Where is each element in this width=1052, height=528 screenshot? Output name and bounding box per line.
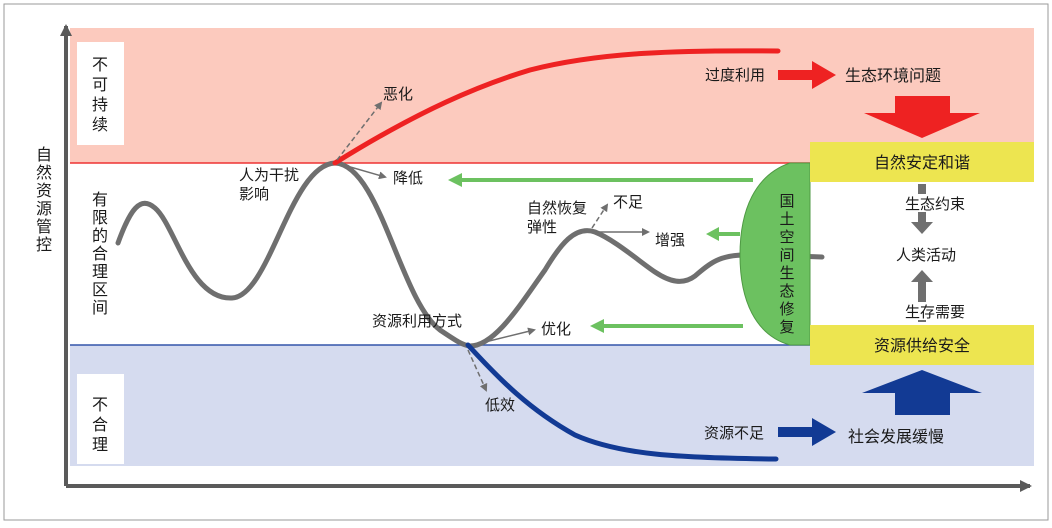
green-enhance-arrow: [706, 227, 740, 241]
svg-text:间: 间: [779, 246, 794, 264]
svg-text:续: 续: [92, 115, 108, 134]
blue-decline-curve: [465, 342, 779, 462]
arrow-right-icon: [778, 61, 836, 89]
svg-text:合: 合: [92, 415, 108, 434]
low-efficiency-text: 低效: [485, 396, 515, 414]
svg-text:限: 限: [92, 208, 108, 227]
supply-security-text: 资源供给安全: [874, 336, 970, 355]
svg-text:区: 区: [92, 280, 108, 299]
eco-problem-text: 生态环境问题: [845, 66, 941, 85]
human-activity-text: 人类活动: [896, 246, 956, 264]
bottom-zone: [70, 345, 1034, 466]
bottom-zone-label-box: [77, 374, 124, 464]
disturb-text-line2: 影响: [239, 185, 269, 203]
svg-text:理: 理: [92, 435, 108, 454]
svg-text:国: 国: [779, 192, 794, 210]
arrow-left-icon: [590, 319, 604, 333]
svg-text:态: 态: [779, 282, 794, 300]
svg-text:可: 可: [92, 75, 108, 94]
supply-security-box: [810, 325, 1034, 365]
insufficient-text: 不足: [613, 193, 643, 211]
restoration-box: [739, 162, 811, 346]
top-zone-label-box: [77, 42, 124, 145]
enhance-text: 增强: [655, 231, 685, 249]
harmony-text: 自然安定和谐: [874, 153, 970, 172]
svg-text:管: 管: [36, 217, 52, 236]
svg-text:理: 理: [92, 262, 108, 281]
outer-frame: [3, 3, 1049, 521]
survival-need-bg: [905, 302, 965, 320]
arrow-left-icon: [448, 173, 462, 187]
svg-text:有: 有: [92, 190, 108, 209]
insufficient-arrow: [591, 203, 609, 229]
restoration-label: 国 土 空 间 生 态 修 复: [779, 192, 794, 336]
gray-wave-curve: [115, 160, 825, 349]
arrow-left-icon: [706, 227, 719, 241]
middle-zone-label: 有 限 的 合 理 区 间: [92, 190, 108, 317]
reduce-arrow: [339, 163, 387, 180]
svg-text:修: 修: [779, 300, 794, 318]
arrow-up-icon: [862, 370, 982, 415]
survival-need-arrow: [911, 270, 933, 322]
optimize-arrow: [472, 327, 536, 346]
eco-constraint-bg: [905, 194, 965, 212]
resource-mode-text: 资源利用方式: [372, 312, 462, 330]
overuse-text: 过度利用: [705, 66, 765, 84]
svg-text:自: 自: [36, 145, 52, 164]
svg-text:的: 的: [92, 226, 108, 245]
recovery-text-line2: 弹性: [527, 218, 557, 236]
arrow-up-icon: [911, 270, 933, 282]
eco-constraint-text: 生态约束: [905, 195, 965, 213]
survival-need-text: 生存需要: [905, 303, 965, 321]
shortage-text: 资源不足: [704, 424, 764, 442]
svg-text:源: 源: [36, 199, 52, 218]
red-worsening-curve: [332, 48, 781, 166]
svg-text:不: 不: [92, 395, 108, 414]
svg-text:间: 间: [92, 298, 108, 317]
svg-text:资: 资: [36, 181, 52, 200]
disturb-text-line1: 人为干扰: [239, 166, 299, 184]
harmony-box: [810, 142, 1034, 182]
svg-text:空: 空: [779, 228, 794, 246]
top-zone: [70, 28, 1034, 163]
svg-text:不: 不: [92, 55, 108, 74]
top-zone-label: 不 可 持 续: [92, 55, 108, 134]
optimize-text: 优化: [541, 320, 571, 338]
y-axis-label: 自 然 资 源 管 控: [36, 145, 52, 254]
recovery-text-line1: 自然恢复: [527, 199, 587, 217]
svg-text:然: 然: [36, 163, 52, 182]
worsen-arrow: [336, 101, 383, 161]
svg-text:合: 合: [92, 244, 108, 263]
slow-dev-text: 社会发展缓慢: [848, 427, 944, 446]
worsen-text: 恶化: [383, 85, 413, 103]
arrow-down-icon: [864, 96, 980, 138]
svg-text:持: 持: [92, 95, 108, 114]
bottom-zone-label: 不 合 理: [92, 395, 108, 454]
svg-text:复: 复: [779, 318, 794, 336]
svg-text:控: 控: [36, 235, 52, 254]
reduce-text: 降低: [393, 169, 423, 187]
low-efficiency-arrow: [467, 349, 488, 392]
arrow-down-icon: [911, 222, 933, 234]
svg-text:土: 土: [779, 210, 794, 228]
green-optimize-arrow: [590, 319, 743, 333]
arrow-right-icon: [778, 418, 836, 446]
green-reduce-arrow: [448, 173, 753, 187]
svg-text:生: 生: [779, 264, 794, 282]
